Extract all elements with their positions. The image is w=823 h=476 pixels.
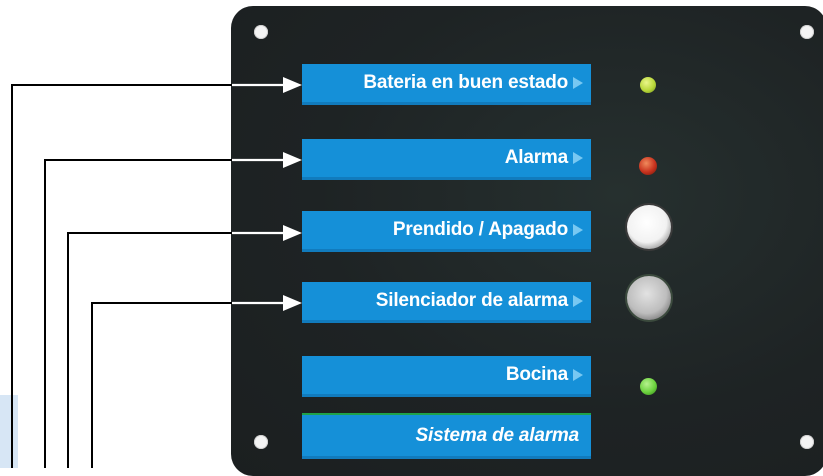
triangle-pointer-icon xyxy=(573,295,583,307)
mounting-hole-icon xyxy=(254,435,268,449)
triangle-pointer-icon xyxy=(573,152,583,164)
label-silencer-text: Silenciador de alarma xyxy=(375,290,568,311)
label-battery-ok: Bateria en buen estado xyxy=(302,64,591,105)
mounting-hole-icon xyxy=(800,435,814,449)
label-system-name-text: Sistema de alarma xyxy=(415,424,580,446)
battery-ok-led xyxy=(640,77,656,93)
triangle-pointer-icon xyxy=(573,224,583,236)
power-toggle-button[interactable] xyxy=(627,205,671,249)
label-horn-text: Bocina xyxy=(505,364,568,385)
silencer-button[interactable] xyxy=(627,276,671,320)
label-power: Prendido / Apagado xyxy=(302,211,591,252)
horn-indicator xyxy=(640,378,657,395)
mounting-hole-icon xyxy=(254,25,268,39)
label-silencer: Silenciador de alarma xyxy=(302,282,591,323)
triangle-pointer-icon xyxy=(573,369,583,381)
triangle-pointer-icon xyxy=(573,77,583,89)
mounting-hole-icon xyxy=(800,25,814,39)
label-battery-ok-text: Bateria en buen estado xyxy=(363,72,568,93)
label-alarm-text: Alarma xyxy=(504,147,568,168)
label-alarm: Alarma xyxy=(302,139,591,180)
label-horn: Bocina xyxy=(302,356,591,397)
left-edge-background xyxy=(0,395,18,468)
alarm-led xyxy=(639,157,657,175)
label-system-name: Sistema de alarma xyxy=(302,413,591,459)
label-power-text: Prendido / Apagado xyxy=(392,219,568,240)
